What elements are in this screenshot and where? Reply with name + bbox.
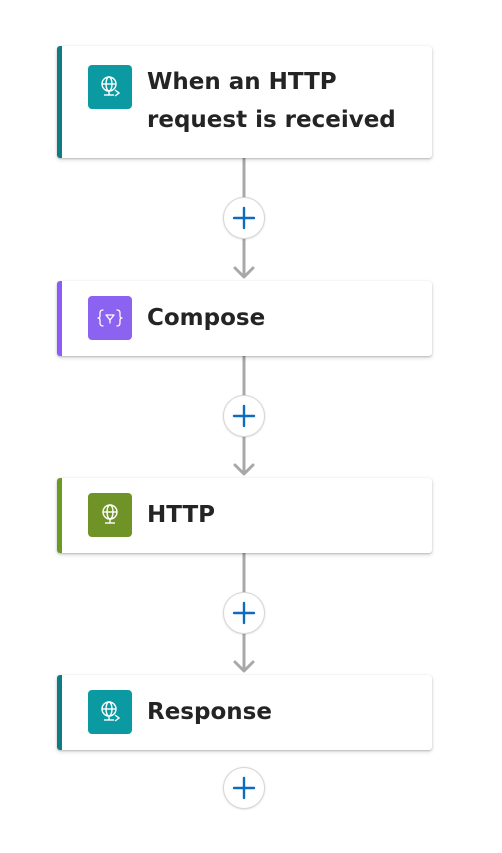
http-request-trigger-icon: [101, 76, 121, 97]
insert-step-button[interactable]: [223, 592, 265, 634]
plus-icon: [232, 776, 256, 800]
connector-arrow: [233, 266, 255, 279]
step-icon-tile: [88, 65, 132, 109]
step-accent-bar: [57, 675, 62, 750]
step-title-line: When an HTTP: [147, 69, 337, 95]
connector-arrow: [233, 463, 255, 476]
compose-braces-icon: [97, 309, 123, 327]
step-card-http-trigger[interactable]: When an HTTP request is received: [57, 46, 432, 158]
connector-arrow: [233, 660, 255, 673]
step-title: When an HTTP request is received: [147, 63, 412, 139]
step-card-response[interactable]: Response: [57, 675, 432, 750]
step-title-line: request is received: [147, 107, 396, 133]
step-accent-bar: [57, 281, 62, 356]
step-icon-tile: [88, 296, 132, 340]
http-globe-icon: [102, 504, 118, 524]
step-card-compose[interactable]: Compose: [57, 281, 432, 356]
insert-step-button[interactable]: [223, 395, 265, 437]
insert-step-button[interactable]: [223, 197, 265, 239]
insert-step-button[interactable]: [223, 767, 265, 809]
step-accent-bar: [57, 478, 62, 553]
step-accent-bar: [57, 46, 62, 158]
step-card-http[interactable]: HTTP: [57, 478, 432, 553]
step-icon-tile: [88, 690, 132, 734]
plus-icon: [232, 404, 256, 428]
step-title: Compose: [147, 305, 266, 331]
step-icon-tile: [88, 493, 132, 537]
plus-icon: [232, 206, 256, 230]
step-title: HTTP: [147, 502, 216, 528]
step-title: Response: [147, 699, 272, 725]
plus-icon: [232, 601, 256, 625]
http-response-icon: [101, 701, 121, 722]
